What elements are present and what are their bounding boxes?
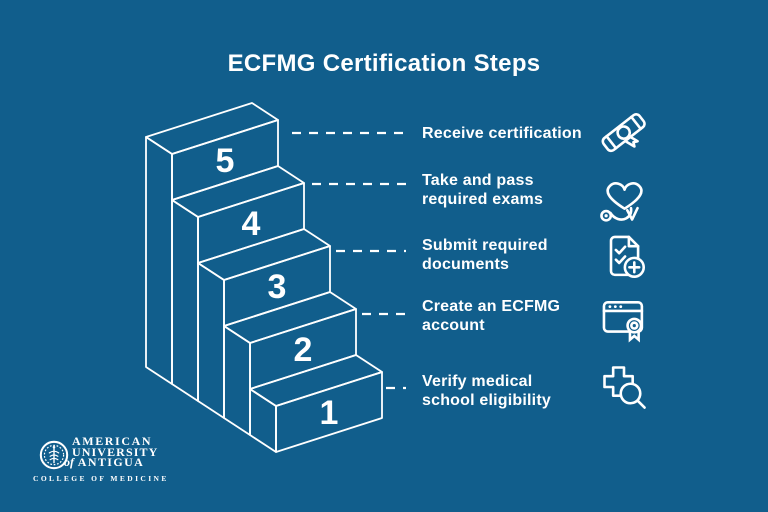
stair-front-1 [275,371,383,453]
logo-line-antigua: of ANTIGUA [64,455,158,469]
step-label-line: documents [422,256,510,273]
step-label-line: Take and pass [422,172,534,189]
document-checklist-add-icon [598,231,650,283]
medical-cross-search-icon [598,361,650,413]
logo-line-university: UNIVERSITY [72,444,159,459]
browser-award-icon [598,292,650,344]
step-number-2: 2 [294,331,313,369]
stair-top-5 [145,102,279,155]
college-of-medicine-label: COLLEGE OF MEDICINE [33,474,169,483]
university-name: AMERICAN UNIVERSITY of ANTIGUA [64,434,159,468]
stair-top-1 [249,354,383,407]
step-label-line: account [422,317,485,334]
step-label-1: Verify medical school eligibility [422,372,602,410]
step-label-line: Submit required [422,237,548,254]
step-label-line: Create an ECFMG [422,298,561,315]
step-label-line: school eligibility [422,392,551,409]
stair-top-4 [171,165,305,218]
logo-of: of [64,455,74,469]
stair-side-3 [197,262,225,419]
step-label-line: Verify medical [422,373,533,390]
step-label-4: Take and pass required exams [422,171,602,209]
page-title: ECFMG Certification Steps [227,50,541,77]
step-number-3: 3 [268,268,287,306]
stair-front-4 [197,182,305,264]
step-label-2: Create an ECFMG account [422,297,602,335]
step-number-5: 5 [216,142,235,180]
heart-stethoscope-icon [598,174,650,226]
step-number-1: 1 [320,394,339,432]
stair-side-5 [145,136,173,385]
stair-front-2 [249,308,357,390]
university-seal-icon [39,440,69,470]
step-label-5: Receive certification [422,124,602,143]
stair-top-3 [197,228,331,281]
stair-side-4 [171,199,199,402]
stair-side-2 [223,325,251,436]
stair-front-5 [171,119,279,201]
logo-antigua: ANTIGUA [77,455,145,469]
stair-top-2 [223,291,357,344]
step-label-3: Submit required documents [422,236,602,274]
step-label-line: Receive certification [422,125,582,142]
step-label-line: required exams [422,191,544,208]
diploma-icon [598,107,650,159]
logo-line-american: AMERICAN [72,434,153,448]
step-number-4: 4 [242,205,261,243]
stair-front-3 [223,245,331,327]
